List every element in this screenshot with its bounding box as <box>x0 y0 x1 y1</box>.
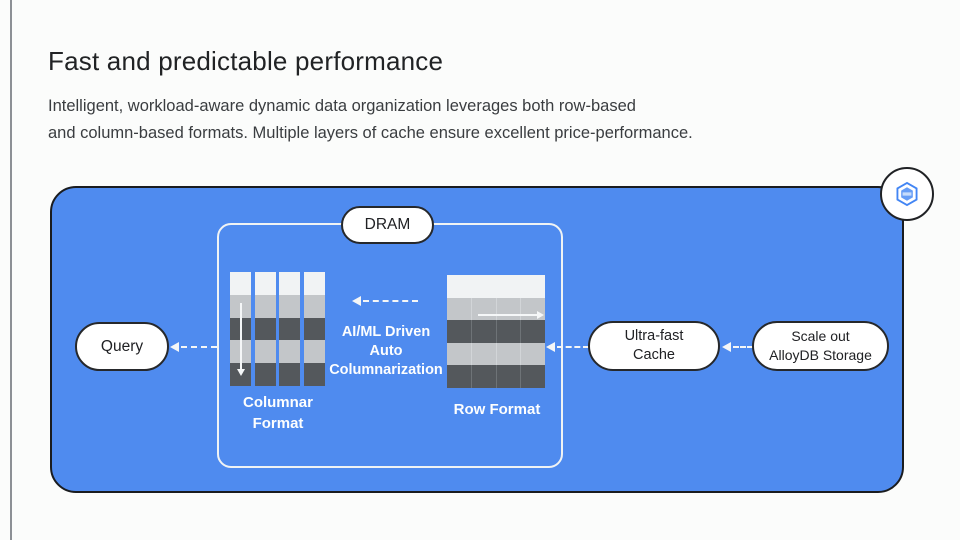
aiml-label-line-3: Columnarization <box>329 362 443 378</box>
columnar-label-line-2: Format <box>252 415 304 432</box>
columnar-cell <box>254 294 276 318</box>
row-format-row <box>447 320 545 343</box>
subtitle-line-2: and column-based formats. Multiple layer… <box>48 124 693 142</box>
aiml-label-line-1: AI/ML Driven <box>341 324 431 340</box>
query-node: Query <box>75 322 169 371</box>
columnar-cell <box>254 340 276 364</box>
storage-node-label-line-2: AlloyDB Storage <box>769 347 872 363</box>
left-edge-rule <box>10 0 12 540</box>
row-format-cell <box>521 320 545 343</box>
columnar-label-line-1: Columnar <box>242 394 313 411</box>
row-format-cell <box>447 342 471 366</box>
columnar-cell <box>279 340 301 364</box>
alloydb-badge <box>880 167 934 221</box>
columnar-scan-arrow-stem <box>240 303 242 369</box>
row-format-label: Row Format <box>453 401 541 418</box>
columnar-cell <box>303 340 325 364</box>
columnar-cell <box>254 317 276 341</box>
columnar-cell <box>254 363 276 386</box>
columnar-cell <box>279 363 301 386</box>
row-format-cell <box>521 342 545 366</box>
dashed-line <box>557 345 589 348</box>
row-format-cell <box>447 275 545 298</box>
columnar-cell <box>303 272 325 295</box>
row-format-cell <box>471 297 496 321</box>
dram-node: DRAM <box>341 206 434 244</box>
row-format-cell <box>447 320 471 343</box>
columnar-cell <box>279 317 301 341</box>
cache-node-label-line-1: Ultra-fast <box>624 328 684 344</box>
arrowhead-left-icon <box>170 341 179 352</box>
row-format-cell <box>521 365 545 388</box>
row-format-cell <box>496 297 521 321</box>
arrow-cache-to-row-format <box>546 341 589 352</box>
row-format-row <box>447 365 545 388</box>
arrowhead-left-icon <box>722 341 731 352</box>
row-format-cell <box>496 320 521 343</box>
arrow-storage-to-cache <box>722 341 753 352</box>
dashed-line <box>363 299 418 302</box>
row-format-cell <box>471 320 496 343</box>
row-format-cell <box>471 342 496 366</box>
row-format-cell <box>496 342 521 366</box>
row-format-cell <box>447 365 471 388</box>
storage-node-label-line-1: Scale out <box>791 328 850 344</box>
row-format-cell <box>471 365 496 388</box>
columnar-scan-arrow-head <box>236 369 245 376</box>
subtitle-line-1: Intelligent, workload-aware dynamic data… <box>48 97 636 115</box>
columnar-format-label: Columnar Format <box>217 392 339 434</box>
row-format-grid <box>447 275 545 388</box>
dashed-line <box>181 345 217 348</box>
alloydb-hexagon-icon <box>893 180 921 208</box>
row-scan-arrow-stem <box>478 314 537 316</box>
columnar-column <box>254 272 276 386</box>
aiml-columnarization-label: AI/ML Driven Auto Columnarization <box>321 323 451 380</box>
arrow-dram-to-query <box>170 341 217 352</box>
ultra-fast-cache-node: Ultra-fast Cache <box>588 321 720 371</box>
row-format-row <box>447 342 545 366</box>
dashed-line <box>733 345 753 348</box>
cache-node-label-line-2: Cache <box>633 347 675 363</box>
aiml-label-line-2: Auto <box>369 343 403 359</box>
row-scan-arrow-head <box>537 310 544 319</box>
columnar-cell <box>303 363 325 386</box>
page-title: Fast and predictable performance <box>48 46 444 76</box>
arrowhead-left-icon <box>352 295 361 306</box>
columnar-cell <box>279 272 301 295</box>
columnar-cell <box>303 294 325 318</box>
columnar-column <box>303 272 325 386</box>
dram-node-label: DRAM <box>364 216 411 233</box>
row-format-row <box>447 297 545 321</box>
arrow-row-to-columnar <box>352 295 418 306</box>
page-subtitle: Intelligent, workload-aware dynamic data… <box>48 93 693 147</box>
alloydb-storage-node: Scale out AlloyDB Storage <box>752 321 889 371</box>
columnar-column <box>279 272 301 386</box>
arrowhead-left-icon <box>546 341 555 352</box>
columnar-cell <box>230 272 252 295</box>
row-format-cell <box>447 297 471 321</box>
row-format-cell <box>496 365 521 388</box>
query-node-label: Query <box>100 337 144 355</box>
columnar-cell <box>279 294 301 318</box>
columnar-cell <box>303 317 325 341</box>
columnar-cell <box>254 272 276 295</box>
row-format-row <box>447 275 545 298</box>
